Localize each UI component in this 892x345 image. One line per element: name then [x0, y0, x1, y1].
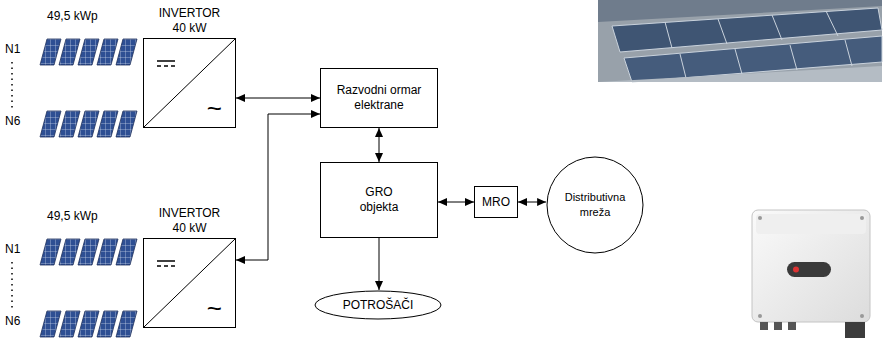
ellipsis-dots: [11, 62, 13, 110]
diagonal-line: [144, 239, 235, 327]
dc-symbol: [157, 265, 175, 267]
node-text: Distributivna mreža: [555, 190, 635, 220]
node-text: Razvodni ormar elektrane: [327, 83, 431, 113]
ac-symbol: ~: [207, 95, 222, 121]
inverter-photo: [752, 210, 870, 338]
dc-symbol: [157, 60, 175, 62]
cabinet-box: GRO objekta: [320, 162, 438, 238]
pv-array: [40, 311, 137, 337]
pv-array: [40, 239, 137, 265]
ellipsis-dots: [11, 262, 13, 310]
inverter-box: INVERTOR 40 kW~: [143, 238, 236, 328]
inverter-box: INVERTOR 40 kW~: [143, 38, 236, 128]
power-label: 49,5 kWp: [47, 9, 98, 24]
ac-symbol: ~: [207, 295, 222, 321]
dc-symbol: [157, 260, 175, 262]
pv-array: [40, 111, 137, 137]
node-text: MRO: [482, 195, 510, 210]
connector-arrow: [236, 114, 320, 260]
ellipse-outline: [315, 291, 441, 319]
inverter-heading: INVERTOR 40 kW: [154, 206, 226, 236]
connector-arrow: [236, 98, 320, 99]
string-label: N1: [5, 242, 20, 257]
power-label: 49,5 kWp: [47, 209, 98, 224]
dc-symbol: [157, 65, 175, 67]
connector-arrow: [379, 128, 380, 162]
connector-arrow: [438, 202, 474, 203]
connector-arrow: [379, 238, 380, 290]
roof-photo: [598, 0, 882, 82]
circle-outline: [547, 157, 643, 253]
connector-arrow: [518, 202, 546, 203]
circle-outline: [546, 156, 644, 254]
grid-circle: Distributivna mreža: [546, 156, 644, 254]
load-ellipse: POTROŠAČI: [314, 290, 442, 320]
string-label: N6: [5, 314, 20, 329]
string-label: N6: [5, 114, 20, 129]
node-text: GRO objekta: [354, 185, 404, 215]
string-label: N1: [5, 42, 20, 57]
meter-box: MRO: [474, 186, 518, 218]
diagonal-line: [144, 39, 235, 127]
node-text: POTROŠAČI: [343, 298, 414, 313]
pv-array: [40, 39, 137, 65]
cabinet-box: Razvodni ormar elektrane: [320, 68, 438, 128]
inverter-heading: INVERTOR 40 kW: [154, 6, 226, 36]
